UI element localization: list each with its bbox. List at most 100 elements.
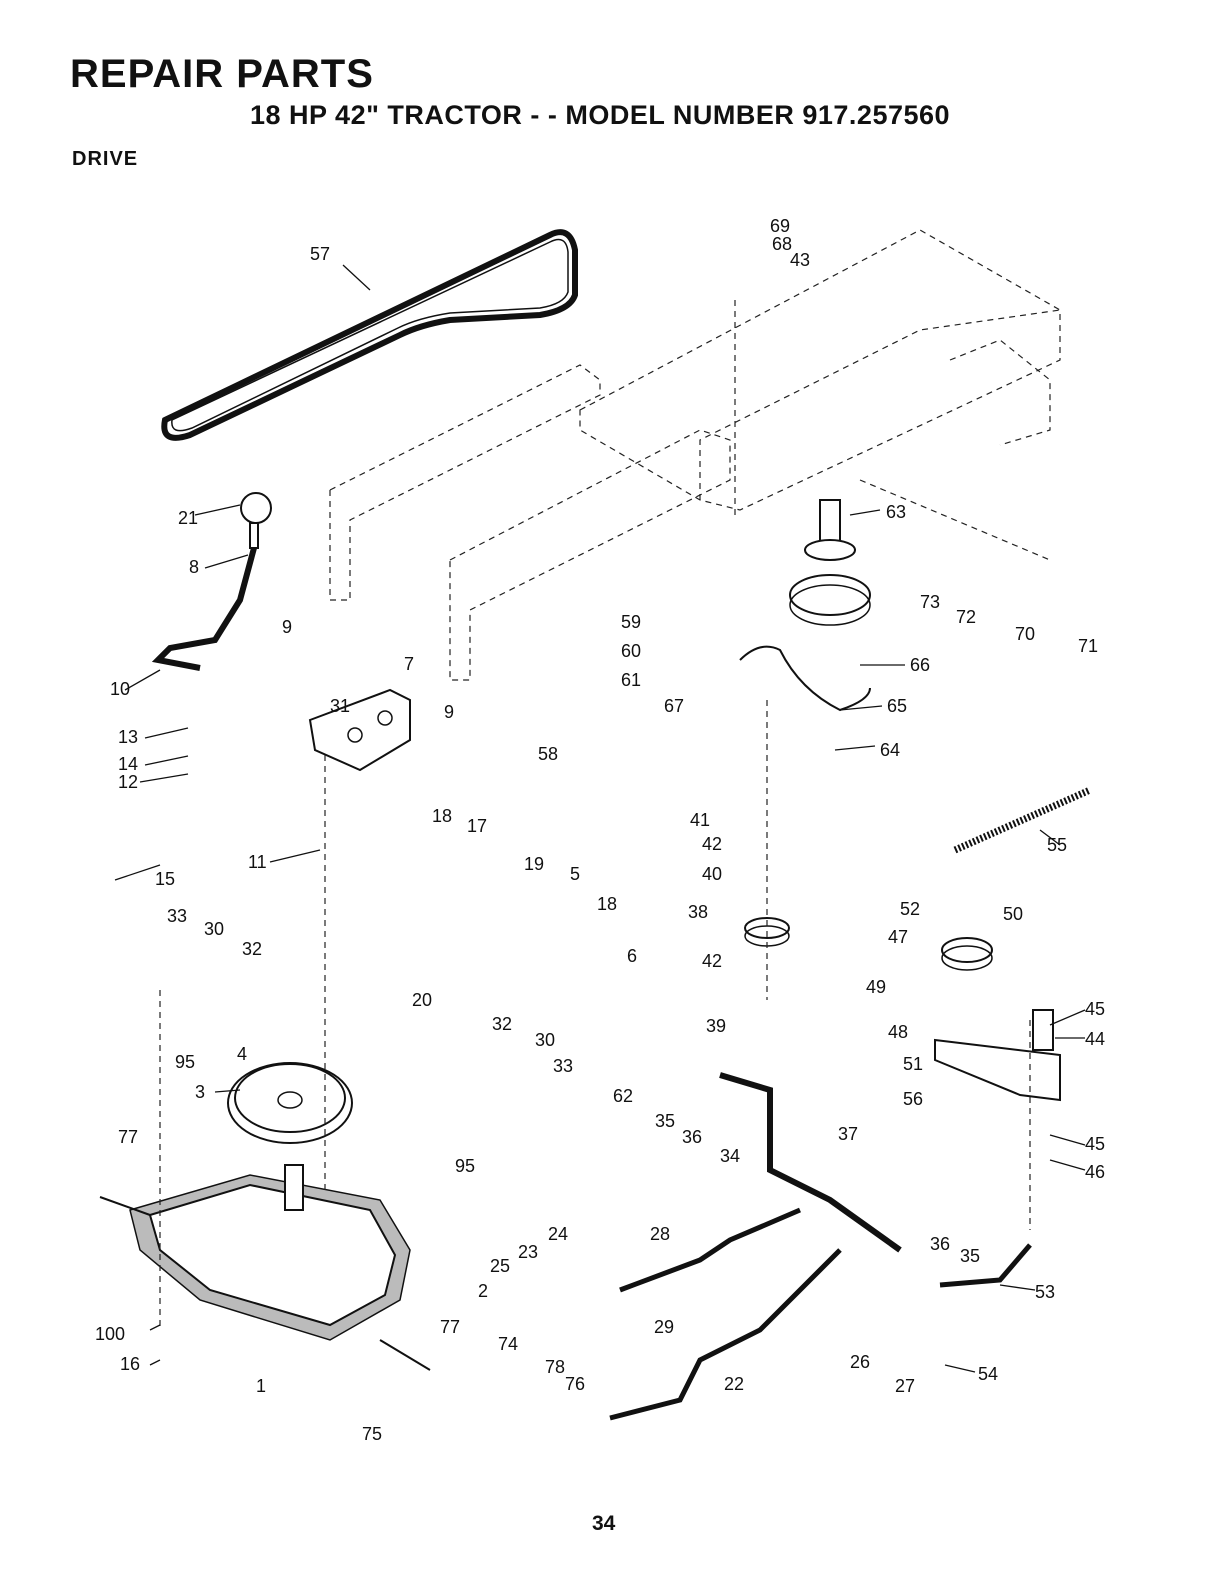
callout-label: 65 [887, 696, 907, 716]
callout-label: 45 [1085, 999, 1105, 1019]
callout-label: 32 [242, 939, 262, 959]
callout-label: 53 [1035, 1282, 1055, 1302]
spring-55 [953, 786, 1092, 854]
callout-label: 31 [330, 696, 350, 716]
callout-label: 62 [613, 1086, 633, 1106]
callout-label: 4 [237, 1044, 247, 1064]
callout-label: 38 [688, 902, 708, 922]
model-subtitle: 18 HP 42" TRACTOR - - MODEL NUMBER 917.2… [250, 100, 951, 130]
callout-label: 8 [189, 557, 199, 577]
callout-label: 25 [490, 1256, 510, 1276]
callout-label: 2 [478, 1281, 488, 1301]
callout-label: 54 [978, 1364, 998, 1384]
callout-label: 26 [850, 1352, 870, 1372]
callout-label: 37 [838, 1124, 858, 1144]
callout-label: 48 [888, 1022, 908, 1042]
callout-label: 76 [565, 1374, 585, 1394]
callout-label: 74 [498, 1334, 518, 1354]
callout-label: 58 [538, 744, 558, 764]
callout-label: 10 [110, 679, 130, 699]
callout-label: 57 [310, 244, 330, 264]
callout-label: 95 [175, 1052, 195, 1072]
callout-label: 23 [518, 1242, 538, 1262]
callout-label: 15 [155, 869, 175, 889]
callout-label: 42 [702, 951, 722, 971]
callout-label: 95 [455, 1156, 475, 1176]
tractor-frame [329, 229, 1061, 681]
transaxle [99, 1164, 431, 1371]
callout-label: 9 [282, 617, 292, 637]
callout-label: 77 [440, 1317, 460, 1337]
callout-label: 12 [118, 772, 138, 792]
callout-label: 49 [866, 977, 886, 997]
callout-label: 44 [1085, 1029, 1105, 1049]
callout-label: 68 [772, 234, 792, 254]
callout-label: 35 [960, 1246, 980, 1266]
callout-label: 51 [903, 1054, 923, 1074]
callout-label: 18 [432, 806, 452, 826]
callout-label: 41 [690, 810, 710, 830]
callout-label: 24 [548, 1224, 568, 1244]
callout-label: 71 [1078, 636, 1098, 656]
shift-bracket [308, 688, 411, 772]
callout-label: 64 [880, 740, 900, 760]
page-number: 34 [592, 1512, 616, 1535]
callout-label: 77 [118, 1127, 138, 1147]
callout-label: 70 [1015, 624, 1035, 644]
callout-label: 61 [621, 670, 641, 690]
callout-label: 6 [627, 946, 637, 966]
callout-label: 55 [1047, 835, 1067, 855]
callout-label: 11 [248, 852, 267, 872]
callout-label: 67 [664, 696, 684, 716]
callout-label: 34 [720, 1146, 740, 1166]
callout-label: 47 [888, 927, 908, 947]
callout-label: 36 [930, 1234, 950, 1254]
callout-label: 45 [1085, 1134, 1105, 1154]
callout-label: 13 [118, 727, 138, 747]
callout-labels: 1 2 3 4 5 6 7 8 9 9 10 11 12 13 14 15 16… [95, 216, 1105, 1444]
idler-pulley-38 [744, 917, 790, 947]
shift-lever [151, 492, 272, 671]
callout-leaders [114, 264, 1086, 1373]
callout-label: 78 [545, 1357, 565, 1377]
page-title: REPAIR PARTS [70, 52, 374, 96]
callout-label: 18 [597, 894, 617, 914]
callout-label: 17 [467, 816, 487, 836]
callout-label: 60 [621, 641, 641, 661]
linkage-rods [609, 1072, 1032, 1421]
spring-66 [739, 645, 871, 712]
callout-label: 30 [535, 1030, 555, 1050]
callout-label: 33 [553, 1056, 573, 1076]
idler-pulley-upper [789, 499, 871, 626]
callout-label: 21 [178, 508, 198, 528]
callout-label: 100 [95, 1324, 125, 1344]
callout-label: 36 [682, 1127, 702, 1147]
callout-label: 35 [655, 1111, 675, 1131]
callout-label: 14 [118, 754, 138, 774]
callout-label: 7 [404, 654, 414, 674]
callout-label: 28 [650, 1224, 670, 1244]
callout-label: 1 [256, 1376, 266, 1396]
assembly-axis-lines [159, 300, 1031, 1330]
callout-label: 63 [886, 502, 906, 522]
callout-label: 27 [895, 1376, 915, 1396]
callout-label: 43 [790, 250, 810, 270]
callout-label: 5 [570, 864, 580, 884]
callout-label: 32 [492, 1014, 512, 1034]
callout-label: 3 [195, 1082, 205, 1102]
callout-label: 39 [706, 1016, 726, 1036]
callout-label: 42 [702, 834, 722, 854]
callout-label: 16 [120, 1354, 140, 1374]
callout-label: 29 [654, 1317, 674, 1337]
idler-pulley-47 [934, 937, 1061, 1102]
callout-label: 66 [910, 655, 930, 675]
callout-label: 73 [920, 592, 940, 612]
drive-belt [161, 229, 578, 441]
callout-label: 46 [1085, 1162, 1105, 1182]
callout-label: 69 [770, 216, 790, 236]
section-heading: DRIVE [72, 148, 139, 170]
callout-label: 40 [702, 864, 722, 884]
callout-label: 56 [903, 1089, 923, 1109]
callout-label: 72 [956, 607, 976, 627]
